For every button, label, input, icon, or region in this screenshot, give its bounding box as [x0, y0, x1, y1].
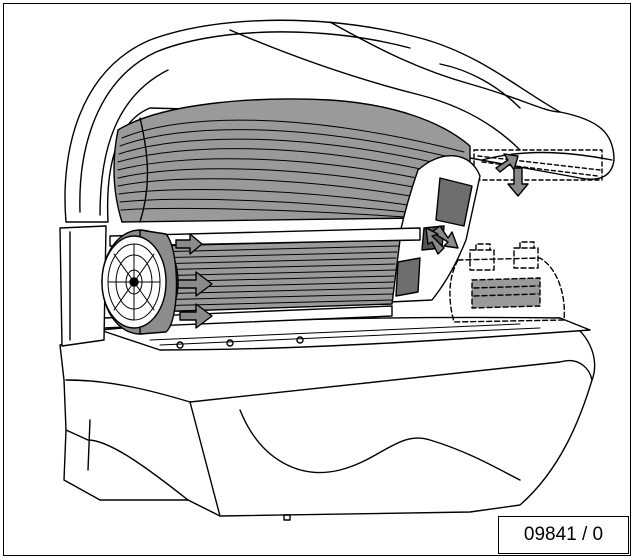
ventilation-unit-dashed — [449, 241, 566, 323]
airflow-arrows — [175, 153, 529, 329]
canopy-tube-array — [113, 98, 471, 223]
figure-frame — [3, 3, 631, 556]
fan-unit — [101, 229, 179, 335]
airflow-arrow-1 — [175, 233, 203, 255]
airflow-arrow-3 — [179, 303, 213, 329]
bench-end-cap — [59, 225, 107, 347]
airflow-arrow-4 — [495, 153, 519, 173]
airflow-arrow-6 — [431, 225, 459, 249]
figure-reference-code: 09841 / 0 — [498, 516, 629, 554]
airflow-arrow-7 — [425, 227, 445, 255]
bench-base — [59, 317, 596, 521]
airflow-arrow-5 — [507, 167, 529, 197]
airflow-arrow-2 — [177, 271, 213, 297]
